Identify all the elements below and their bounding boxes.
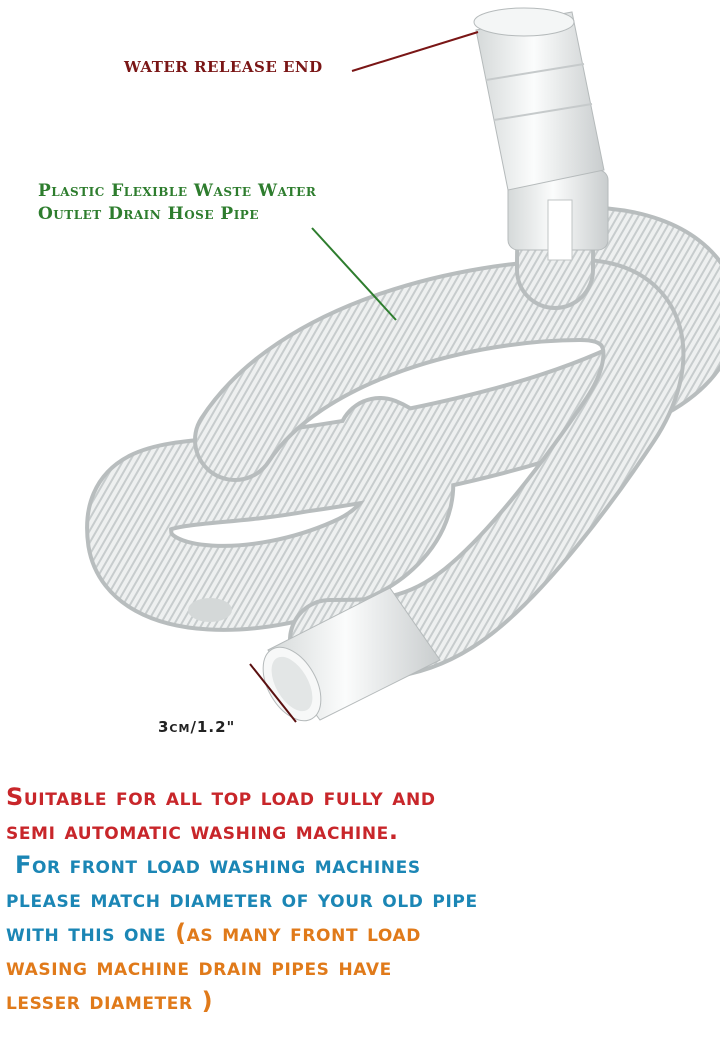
release-end-pointer [351, 31, 479, 72]
diameter-pointer [249, 663, 297, 723]
desc-orange-line3: lesser diameter ) [6, 987, 214, 1015]
hose-label: Plastic Flexible Waste Water Outlet Drai… [38, 180, 316, 226]
desc-blue-line2: please match diameter of your old pipe [6, 885, 478, 913]
product-description: Suitable for all top load fully and semi… [6, 780, 718, 1018]
inlet-end-connector [188, 587, 441, 722]
release-end-connector [473, 7, 609, 261]
desc-red-line1: Suitable for all top load fully and [6, 783, 436, 811]
release-end-label: WATER RELEASE END [124, 58, 323, 76]
desc-orange-line2: wasing machine drain pipes have [6, 953, 392, 981]
diameter-label: 3cm/1.2" [158, 718, 236, 736]
desc-blue-line3: with this one [6, 919, 167, 947]
hose-label-line1: Plastic Flexible Waste Water [38, 181, 317, 201]
desc-red-line2: semi automatic washing machine. [6, 817, 399, 845]
hose-pointer [311, 227, 397, 321]
hose-coils [85, 170, 720, 682]
desc-blue-line1: For front load washing machines [6, 851, 421, 879]
drain-hose-illustration [85, 7, 720, 723]
hose-label-line2: Outlet Drain Hose Pipe [38, 204, 259, 224]
desc-orange-line1: (as many front load [166, 919, 421, 947]
